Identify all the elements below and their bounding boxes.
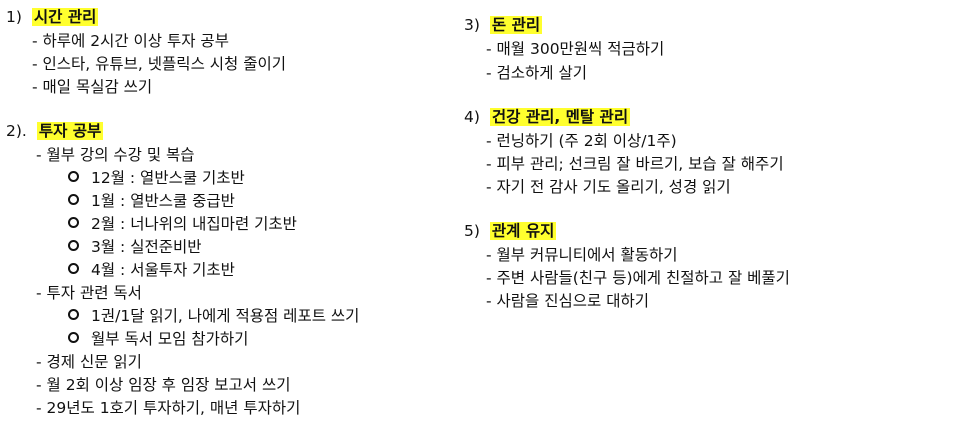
section-2-number: 2). <box>6 122 27 140</box>
list-item: - 월 2회 이상 임장 후 임장 보고서 쓰기 <box>36 376 291 394</box>
section-5-heading: 5) 관계 유지 <box>464 220 557 242</box>
list-item: - 인스타, 유튜브, 넷플릭스 시청 줄이기 <box>32 55 286 73</box>
circle-bullet-icon <box>68 194 79 205</box>
section-2-title: 투자 공부 <box>36 122 104 140</box>
section-3-heading: 3) 돈 관리 <box>464 14 543 36</box>
circle-bullet-icon <box>68 217 79 228</box>
list-item: - 자기 전 감사 기도 올리기, 성경 읽기 <box>486 178 731 196</box>
list-item: - 검소하게 살기 <box>486 64 588 82</box>
circle-bullet-icon <box>68 309 79 320</box>
sub-list-item: 12월 : 열반스쿨 기초반 <box>68 167 245 189</box>
list-item: - 주변 사람들(친구 등)에게 친절하고 잘 베풀기 <box>486 269 790 287</box>
section-1-heading: 1) 시간 관리 <box>6 6 99 28</box>
circle-bullet-icon <box>68 332 79 343</box>
section-4-number: 4) <box>464 108 480 126</box>
section-1-number: 1) <box>6 8 22 26</box>
list-item: - 런닝하기 (주 2회 이상/1주) <box>486 132 677 150</box>
list-item: - 피부 관리; 선크림 잘 바르기, 보습 잘 해주기 <box>486 155 784 173</box>
section-2-heading: 2). 투자 공부 <box>6 120 104 142</box>
section-1-title: 시간 관리 <box>31 8 99 26</box>
sub-list-item: 1권/1달 읽기, 나에게 적용점 레포트 쓰기 <box>68 305 359 327</box>
list-item: - 사람을 진심으로 대하기 <box>486 292 649 310</box>
sub-list-item: 4월 : 서울투자 기초반 <box>68 259 235 281</box>
list-item: - 경제 신문 읽기 <box>36 353 142 371</box>
circle-bullet-icon <box>68 240 79 251</box>
list-item: - 매월 300만원씩 적금하기 <box>486 40 665 58</box>
section-4-heading: 4) 건강 관리, 멘탈 관리 <box>464 106 631 128</box>
section-5-number: 5) <box>464 222 480 240</box>
section-4-title: 건강 관리, 멘탈 관리 <box>489 108 631 126</box>
sub-list-item: 1월 : 열반스쿨 중급반 <box>68 190 235 212</box>
list-item: - 투자 관련 독서 <box>36 284 142 302</box>
section-3-title: 돈 관리 <box>489 16 543 34</box>
sub-list-item: 2월 : 너나위의 내집마련 기초반 <box>68 213 297 235</box>
list-item: - 매일 목실감 쓰기 <box>32 78 153 96</box>
list-item: - 월부 커뮤니티에서 활동하기 <box>486 246 678 264</box>
circle-bullet-icon <box>68 263 79 274</box>
section-3-number: 3) <box>464 16 480 34</box>
list-item: - 하루에 2시간 이상 투자 공부 <box>32 32 229 50</box>
list-item: - 월부 강의 수강 및 복습 <box>36 146 195 164</box>
list-item: - 29년도 1호기 투자하기, 매년 투자하기 <box>36 399 301 417</box>
section-5-title: 관계 유지 <box>489 222 557 240</box>
sub-list-item: 월부 독서 모임 참가하기 <box>68 328 248 350</box>
circle-bullet-icon <box>68 171 79 182</box>
sub-list-item: 3월 : 실전준비반 <box>68 236 202 258</box>
